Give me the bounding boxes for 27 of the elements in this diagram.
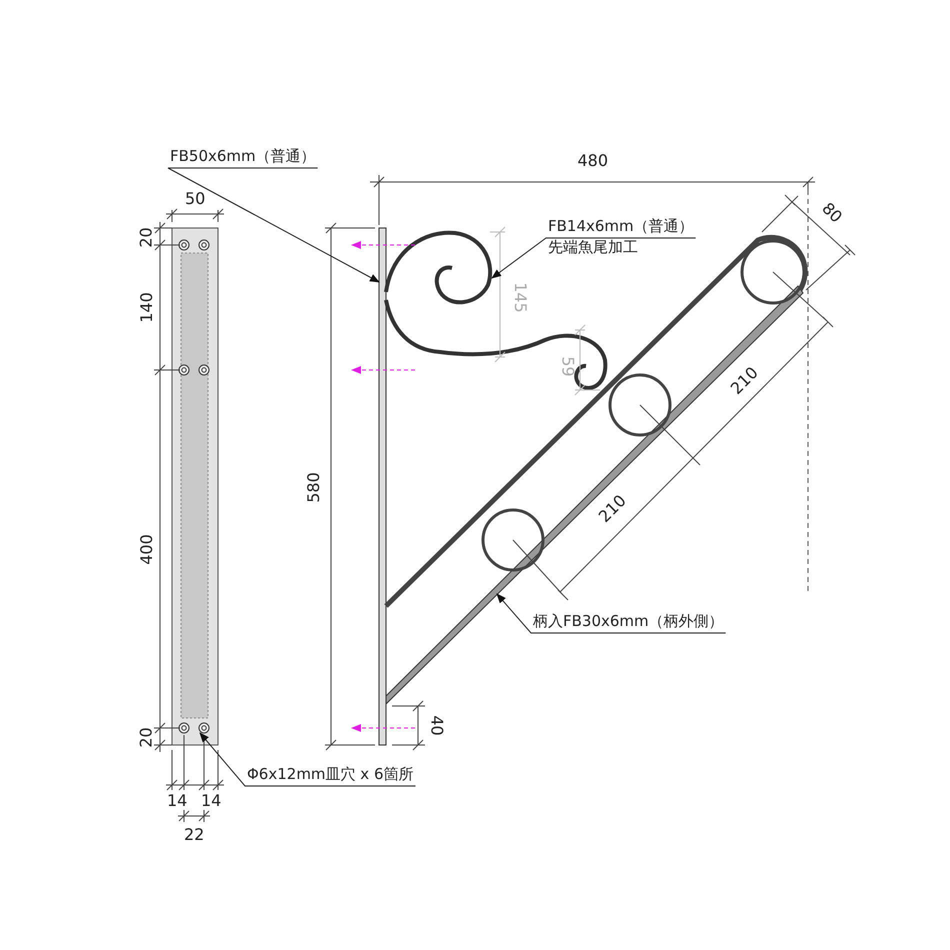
dimension-label: 22 [184, 824, 204, 844]
dimension-label: 20 [136, 726, 156, 748]
leader-line [168, 168, 380, 282]
dimension-label: 480 [578, 150, 608, 170]
dimension-label: 210 [594, 490, 630, 526]
callout-label: Φ6x12mm皿穴 x 6箇所 [247, 764, 414, 785]
dimension-label: 14 [167, 790, 188, 810]
brace-bar [386, 285, 804, 706]
leader-line [491, 238, 696, 279]
leader-line [199, 732, 416, 786]
leader-line [496, 593, 726, 634]
dimension-label: 14 [201, 790, 222, 810]
scroll-ornament [384, 230, 608, 390]
dimension-label: 210 [726, 362, 762, 398]
dimension-label: 40 [428, 714, 447, 736]
dimension-label: 580 [303, 472, 322, 502]
callout-label: FB14x6mm（普通） 先端魚尾加工 [548, 216, 694, 258]
dimension-label: 400 [136, 534, 156, 564]
callout-label: FB50x6mm（普通） [170, 146, 316, 167]
dimension-label: 145 [510, 282, 530, 312]
dimension-label: 140 [136, 292, 156, 322]
dimension-label: 80 [818, 198, 846, 226]
dimension-label: 50 [185, 188, 206, 208]
dimension-label: 20 [136, 226, 156, 248]
dimension-label: 59 [558, 356, 578, 376]
wall-plate [378, 228, 386, 746]
callout-label: 柄入FB30x6mm（柄外側） [533, 611, 724, 632]
